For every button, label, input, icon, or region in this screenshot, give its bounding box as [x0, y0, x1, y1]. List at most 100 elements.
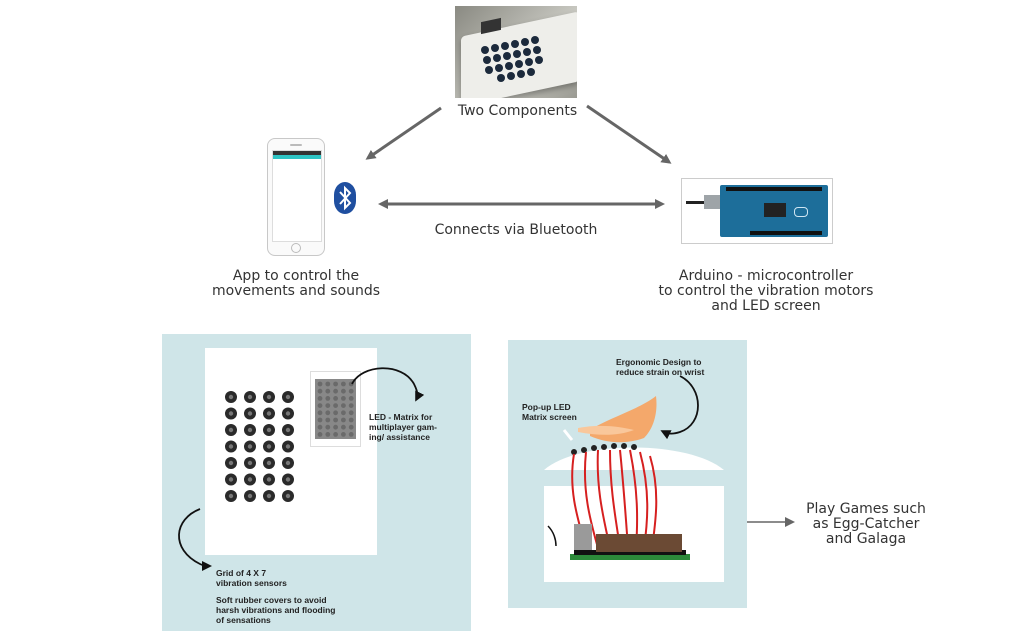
vibration-sensor-center	[247, 493, 253, 499]
led-dot	[317, 432, 323, 437]
vibration-sensor-center	[247, 460, 253, 466]
phone-home-button	[291, 243, 301, 253]
vibration-sensor-center	[285, 411, 291, 416]
device-photo	[455, 6, 577, 98]
rubber-label-line-2: harsh vibrations and flooding	[216, 605, 336, 615]
vibration-sensor-center	[285, 394, 291, 400]
arrow-to-app	[365, 106, 442, 160]
phone-app-image	[267, 138, 325, 256]
led-dot	[333, 417, 338, 423]
vibration-sensor-center	[228, 394, 234, 400]
led-label-line-1: LED - Matrix for	[369, 412, 433, 422]
arduino-logo	[794, 207, 808, 217]
led-dot	[325, 403, 331, 408]
phone-speaker	[290, 144, 302, 146]
rubber-label: Soft rubber covers to avoid harsh vibrat…	[216, 595, 335, 625]
arduino-chip	[764, 203, 786, 217]
led-dot	[341, 403, 346, 408]
vibration-sensor-center	[247, 411, 253, 416]
dome-bumps	[571, 443, 637, 455]
popup-label: Pop-up LED Matrix screen	[522, 402, 577, 422]
arduino-caption-line-2: to control the vibration motors	[658, 283, 874, 299]
led-dot	[317, 381, 323, 387]
led-dot	[341, 410, 346, 416]
arduino-caption-line-1: Arduino - microcontroller	[678, 268, 854, 284]
grid-label-line-1: Grid of 4 X 7	[216, 568, 267, 578]
led-dot	[333, 396, 338, 401]
app-header-bar	[273, 151, 321, 155]
led-dot	[348, 410, 354, 416]
led-dot	[317, 388, 323, 394]
led-dot	[333, 410, 338, 416]
games-label: Play Games such as Egg-Catcher and Galag…	[796, 502, 936, 547]
popup-label-line-2: Matrix screen	[522, 412, 577, 422]
popup-led-pointer	[562, 429, 574, 441]
vibration-sensor-center	[285, 493, 291, 499]
arduino-image	[681, 178, 833, 244]
grid-label-line-2: vibration sensors	[216, 578, 287, 588]
led-dot	[341, 388, 346, 394]
led-dot	[317, 396, 323, 401]
hand-finger	[578, 425, 634, 435]
hand-illustration	[590, 396, 657, 443]
vibration-sensor-center	[266, 477, 272, 482]
device-sensor-dots	[481, 36, 543, 82]
left-panel-curved-arrows	[178, 367, 425, 571]
led-dot	[348, 432, 354, 437]
ergonomic-curved-arrow	[660, 375, 699, 440]
arduino-caption-line-3: and LED screen	[711, 298, 821, 314]
inner-cable-curve	[547, 525, 557, 547]
two-components-label: Two Components	[457, 103, 578, 119]
led-dot	[341, 432, 346, 437]
vibration-sensor-center	[228, 444, 234, 449]
games-label-line-2: as Egg-Catcher	[812, 516, 920, 532]
arrow-to-arduino	[586, 104, 672, 164]
led-dot	[341, 381, 346, 387]
vibration-sensor-center	[228, 427, 234, 433]
right-panel: Ergonomic Design to reduce strain on wri…	[508, 340, 747, 608]
grid-curved-arrow	[178, 508, 212, 571]
led-dot	[317, 424, 323, 430]
led-dot	[325, 417, 331, 423]
led-dot	[333, 388, 338, 394]
arduino-board	[720, 185, 828, 237]
led-dot	[325, 410, 331, 416]
vibration-sensor-center	[285, 477, 291, 482]
led-dot	[341, 396, 346, 401]
vibration-sensor-center	[228, 460, 234, 466]
led-dot	[348, 388, 354, 394]
inner-board-base	[570, 554, 690, 560]
vibration-sensor-center	[247, 394, 253, 400]
vibration-sensor-center	[285, 427, 291, 433]
vibration-sensor-center	[228, 493, 234, 499]
rubber-label-line-1: Soft rubber covers to avoid	[216, 595, 327, 605]
led-dot	[333, 381, 338, 387]
sensor-grid	[225, 391, 294, 502]
device-dome	[544, 447, 724, 470]
games-label-line-1: Play Games such	[806, 501, 926, 517]
inner-brown-block	[596, 534, 682, 552]
led-dots	[317, 381, 354, 437]
led-dot	[317, 410, 323, 416]
led-label-line-2: multiplayer gam-	[369, 422, 438, 432]
led-dot	[348, 424, 354, 430]
right-panel-illustration	[544, 375, 724, 582]
led-dot	[348, 417, 354, 423]
sensor-dots	[225, 391, 294, 502]
led-matrix-dots	[317, 381, 354, 437]
led-dot	[317, 403, 323, 408]
app-caption-line-2: movements and sounds	[211, 283, 381, 299]
ergonomic-label: Ergonomic Design to reduce strain on wri…	[616, 357, 704, 377]
phone-screen	[272, 150, 322, 242]
led-dot	[333, 432, 338, 437]
led-dot	[317, 417, 323, 423]
vibration-sensor-center	[266, 427, 272, 433]
led-dot	[333, 424, 338, 430]
led-label-line-3: ing/ assistance	[369, 432, 430, 442]
led-dot	[341, 424, 346, 430]
popup-label-line-1: Pop-up LED	[522, 402, 571, 412]
led-dot	[341, 417, 346, 423]
grid-label: Grid of 4 X 7 vibration sensors	[216, 568, 287, 588]
app-accent-bar	[273, 155, 321, 159]
vibration-sensor-center	[247, 477, 253, 482]
